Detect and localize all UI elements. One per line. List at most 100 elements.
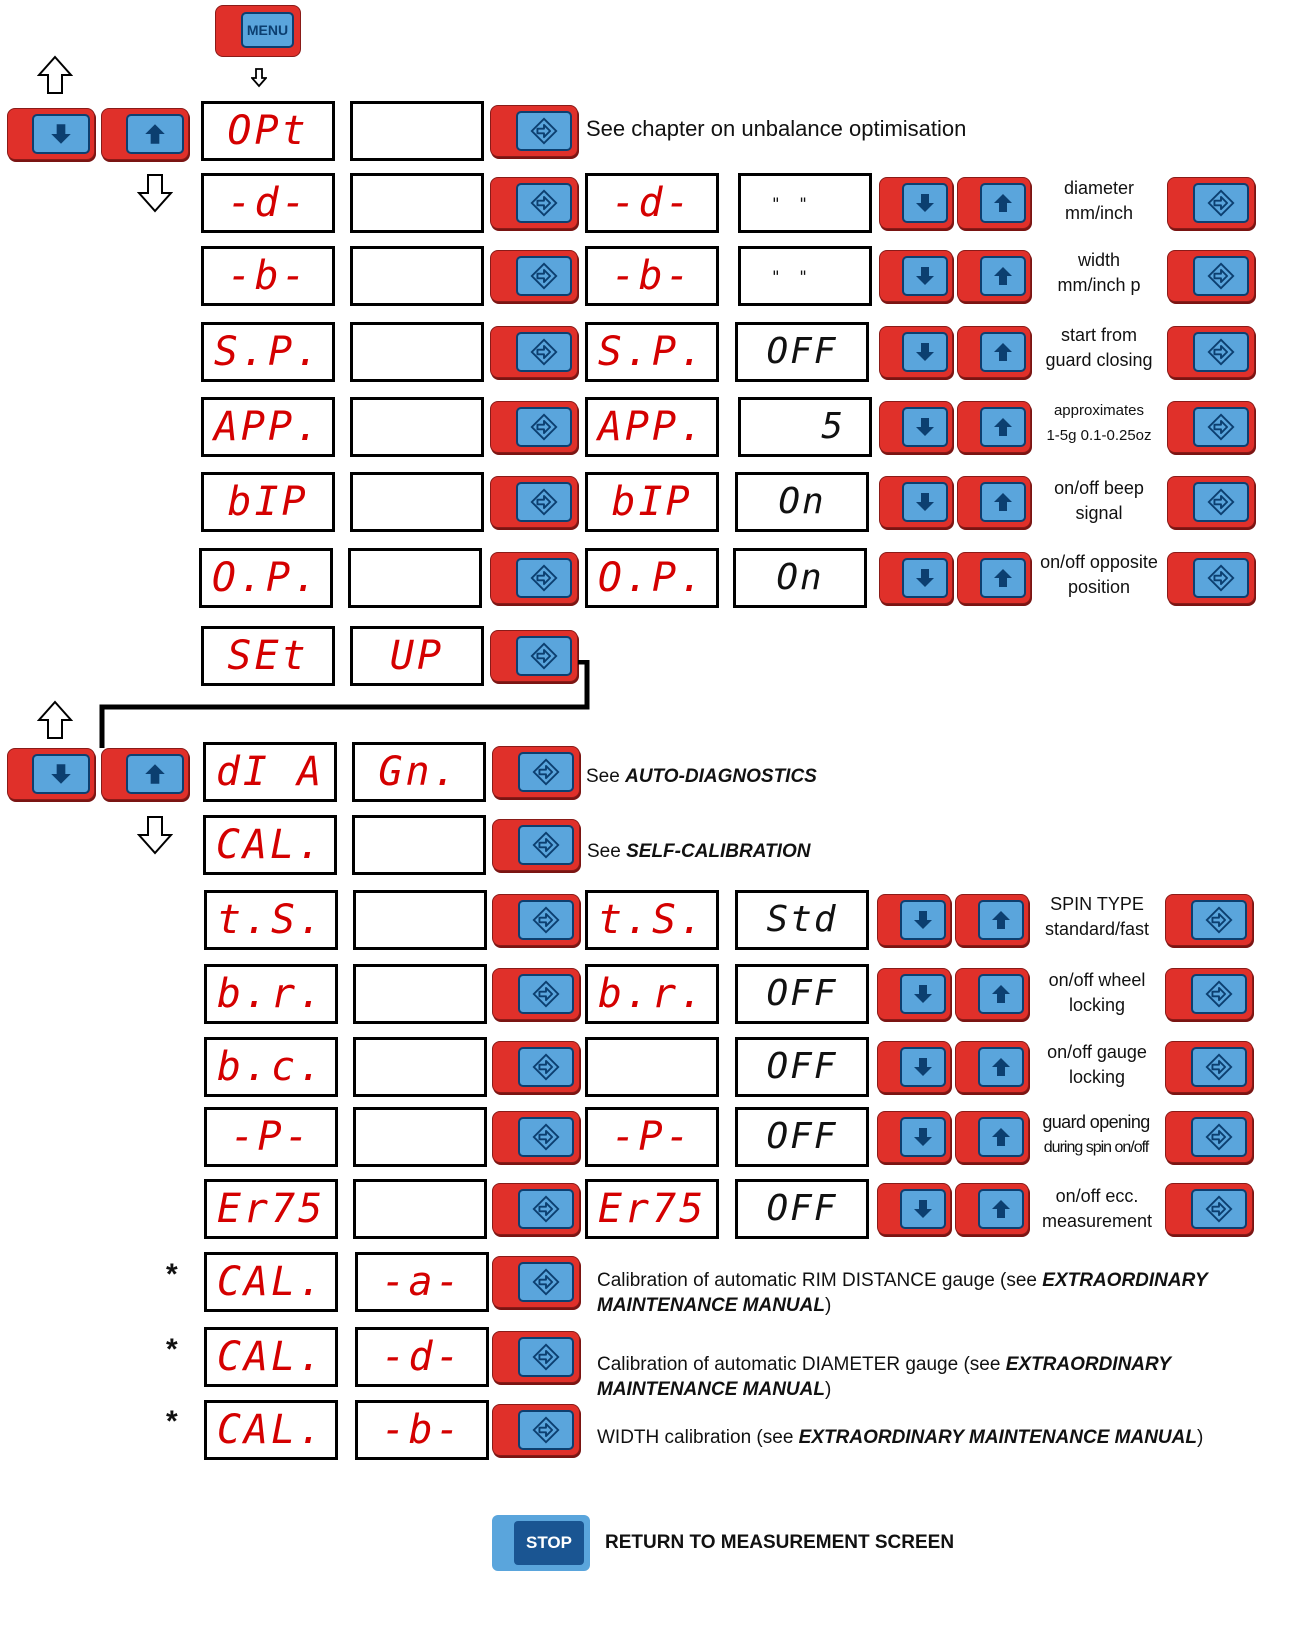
value-text: Std xyxy=(766,899,838,940)
down-key[interactable] xyxy=(879,401,953,453)
enter-key-diag[interactable] xyxy=(492,746,580,798)
down-key[interactable] xyxy=(879,250,953,302)
enter-key-confirm[interactable] xyxy=(1165,894,1253,946)
desc-bold: EXTRAORDINARY MAINTENANCE MANUAL xyxy=(798,1427,1197,1448)
up-key[interactable] xyxy=(957,401,1031,453)
down-key[interactable] xyxy=(879,476,953,528)
up-key[interactable] xyxy=(955,1041,1029,1093)
display-code: b.r. xyxy=(204,964,338,1024)
stop-button[interactable]: STOP xyxy=(492,1515,590,1571)
desc-prefix: See xyxy=(586,766,626,787)
value-text: " " xyxy=(771,194,812,213)
code-text: SEt xyxy=(227,633,309,679)
label-line-2: guard closing xyxy=(1045,350,1153,370)
menu-button[interactable]: MENU xyxy=(215,5,301,57)
up-key[interactable] xyxy=(955,894,1029,946)
down-key[interactable] xyxy=(877,1041,951,1093)
code-text: CAL. xyxy=(216,1407,326,1453)
code-text: t.S. xyxy=(216,897,326,943)
down-arrow-icon xyxy=(913,566,937,590)
enter-key[interactable] xyxy=(492,1111,580,1163)
code-text: CAL. xyxy=(216,1334,326,1380)
down-key[interactable] xyxy=(877,1111,951,1163)
desc-text: WIDTH calibration (see xyxy=(597,1427,799,1448)
enter-icon xyxy=(529,337,559,367)
desc-text: Calibration of automatic RIM DISTANCE ga… xyxy=(597,1270,1043,1291)
enter-key[interactable] xyxy=(492,968,580,1020)
enter-key-confirm[interactable] xyxy=(1165,968,1253,1020)
enter-key-confirm[interactable] xyxy=(1165,1111,1253,1163)
value-text: -b- xyxy=(381,1407,463,1453)
desc-prefix: See xyxy=(587,841,627,862)
enter-key-confirm[interactable] xyxy=(1167,401,1255,453)
display-code-2: S.P. xyxy=(585,322,719,382)
enter-key[interactable] xyxy=(492,1331,580,1383)
display-value: -d- xyxy=(355,1327,489,1387)
label-line-1: width xyxy=(1077,250,1121,270)
down-key[interactable] xyxy=(879,326,953,378)
up-key[interactable] xyxy=(957,552,1031,604)
display-code: CAL. xyxy=(204,1327,338,1387)
enter-key[interactable] xyxy=(492,1404,580,1456)
up-key[interactable] xyxy=(957,250,1031,302)
enter-key-setup[interactable] xyxy=(490,630,578,682)
display-value: " " xyxy=(738,173,872,233)
enter-key-confirm[interactable] xyxy=(1167,326,1255,378)
down-key[interactable] xyxy=(877,968,951,1020)
display-value: OFF xyxy=(735,1179,869,1239)
display-blank xyxy=(353,890,487,950)
setup-item-label: on/off ecc.measurement xyxy=(1029,1184,1165,1234)
enter-key[interactable] xyxy=(490,250,578,302)
enter-key-confirm[interactable] xyxy=(1167,476,1255,528)
enter-key[interactable] xyxy=(490,177,578,229)
enter-key[interactable] xyxy=(490,326,578,378)
enter-key-confirm[interactable] xyxy=(1165,1183,1253,1235)
down-arrow-icon xyxy=(913,340,937,364)
enter-key[interactable] xyxy=(492,1256,580,1308)
code-text: -b- xyxy=(611,253,693,299)
enter-key-cal[interactable] xyxy=(492,819,580,871)
value-text: On xyxy=(776,557,824,598)
enter-key[interactable] xyxy=(490,401,578,453)
enter-key-confirm[interactable] xyxy=(1167,552,1255,604)
enter-key[interactable] xyxy=(490,552,578,604)
submenu-up-key[interactable] xyxy=(101,748,189,800)
desc-bold: AUTO-DIAGNOSTICS xyxy=(625,766,817,787)
value-text: Gn. xyxy=(378,749,460,795)
enter-key[interactable] xyxy=(490,476,578,528)
display-diag-code: dI A xyxy=(203,742,337,802)
label-line-1: approximates xyxy=(1053,402,1145,419)
enter-icon xyxy=(529,188,559,218)
submenu-down-key[interactable] xyxy=(7,748,95,800)
down-key[interactable] xyxy=(877,1183,951,1235)
down-arrow-icon xyxy=(48,121,74,147)
enter-key[interactable] xyxy=(492,1183,580,1235)
down-key[interactable] xyxy=(879,552,953,604)
enter-icon xyxy=(1206,188,1236,218)
up-key[interactable] xyxy=(957,476,1031,528)
enter-key-confirm[interactable] xyxy=(1165,1041,1253,1093)
label-line-2: position xyxy=(1067,577,1131,597)
code-text: -P- xyxy=(611,1114,693,1160)
code-text: bIP xyxy=(227,479,309,525)
up-key[interactable] xyxy=(955,1111,1029,1163)
down-key[interactable] xyxy=(877,894,951,946)
asterisk-marker: * xyxy=(166,1405,178,1438)
label-line-1: diameter xyxy=(1063,178,1135,198)
up-key[interactable] xyxy=(101,108,189,160)
enter-key[interactable] xyxy=(492,894,580,946)
up-key[interactable] xyxy=(957,177,1031,229)
display-blank xyxy=(353,1107,487,1167)
up-key[interactable] xyxy=(957,326,1031,378)
value-text: -a- xyxy=(381,1259,463,1305)
enter-key-opt[interactable] xyxy=(490,105,578,157)
down-key[interactable] xyxy=(7,108,95,160)
display-blank xyxy=(350,397,484,457)
up-key[interactable] xyxy=(955,968,1029,1020)
down-key[interactable] xyxy=(879,177,953,229)
up-key[interactable] xyxy=(955,1183,1029,1235)
enter-key[interactable] xyxy=(492,1041,580,1093)
enter-key-confirm[interactable] xyxy=(1167,250,1255,302)
enter-key-confirm[interactable] xyxy=(1167,177,1255,229)
